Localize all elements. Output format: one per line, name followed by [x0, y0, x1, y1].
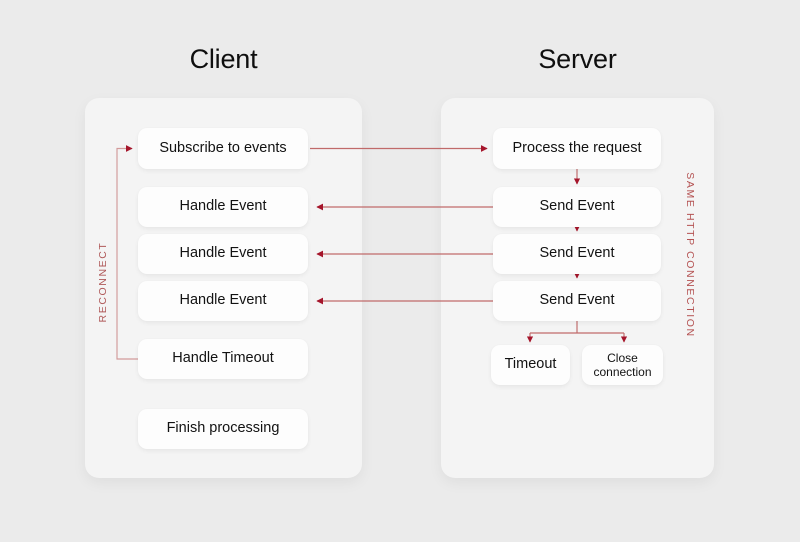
node-handle-event-3[interactable]: Handle Event — [138, 281, 308, 321]
label-reconnect: RECONNECT — [97, 241, 109, 323]
node-timeout[interactable]: Timeout — [491, 345, 570, 385]
node-send-event-3[interactable]: Send Event — [493, 281, 661, 321]
node-handle-timeout[interactable]: Handle Timeout — [138, 339, 308, 379]
node-subscribe-to-events[interactable]: Subscribe to events — [138, 128, 308, 169]
close-line-1: Close — [607, 350, 638, 365]
node-close-connection[interactable]: Close connection — [582, 345, 663, 385]
close-line-2: connection — [593, 365, 652, 379]
node-handle-event-1[interactable]: Handle Event — [138, 187, 308, 227]
node-send-event-1[interactable]: Send Event — [493, 187, 661, 227]
node-close-connection-text: Close connection — [593, 351, 651, 379]
node-process-the-request[interactable]: Process the request — [493, 128, 661, 169]
node-finish-processing[interactable]: Finish processing — [138, 409, 308, 449]
column-title-client: Client — [189, 44, 258, 74]
label-same-http-connection: SAME HTTP CONNECTION — [684, 172, 696, 338]
column-title-server: Server — [538, 44, 617, 74]
node-handle-event-2[interactable]: Handle Event — [138, 234, 308, 274]
node-send-event-2[interactable]: Send Event — [493, 234, 661, 274]
